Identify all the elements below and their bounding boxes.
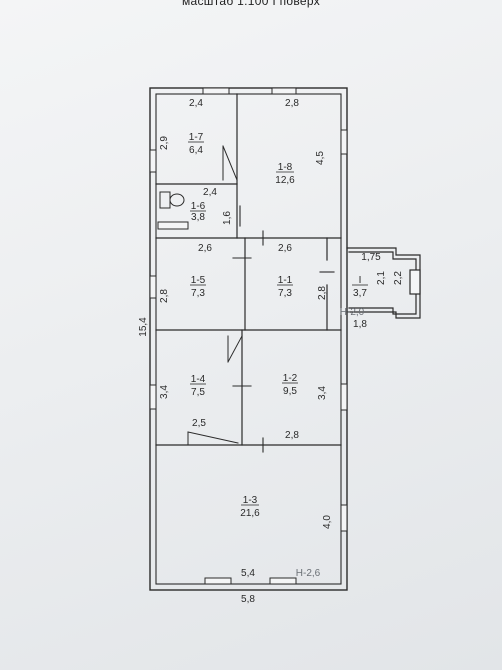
dim-r12-width: 2,8 [285, 430, 299, 441]
room-1-4-id: 1-4 [191, 374, 206, 385]
room-1-1-id: 1-1 [278, 275, 293, 286]
porch-height-note: Н-2,0 [340, 307, 365, 318]
room-1-7-id: 1-7 [189, 132, 204, 143]
room-porch-id: I [359, 275, 362, 286]
outer-wall-inner [155, 93, 342, 585]
room-1-7-area: 6,4 [189, 145, 203, 156]
room-1-5-id: 1-5 [191, 275, 206, 286]
dim-r18-height: 4,5 [315, 151, 326, 165]
door-swings [187, 145, 243, 446]
dim-porch-bottom-width: 1,8 [353, 319, 367, 330]
sheet-title: масштаб 1:100 I поверх [181, 0, 321, 8]
dim-r16-height: 1,6 [222, 211, 233, 225]
room-1-6-area: 3,8 [191, 212, 205, 223]
porch-outline [346, 247, 421, 319]
room-1-3-id: 1-3 [243, 495, 258, 506]
dim-r18-width: 2,8 [285, 98, 299, 109]
dim-r17-width: 2,4 [189, 98, 203, 109]
room-1-5-area: 7,3 [191, 288, 205, 299]
outer-wall-outer [149, 87, 348, 591]
dim-overall-length: 15,4 [138, 317, 149, 337]
dim-r13-width: 5,4 [241, 568, 255, 579]
dim-r15-width: 2,6 [198, 243, 212, 254]
dim-r14-height: 3,4 [159, 385, 170, 399]
room-1-8-area: 12,6 [275, 175, 295, 186]
dim-porch-height-1: 2,1 [376, 271, 387, 285]
dim-r17-height: 2,9 [159, 136, 170, 150]
dim-r16-width: 2,4 [203, 187, 217, 198]
dim-r14-width: 2,5 [192, 418, 206, 429]
room-1-6-id: 1-6 [191, 201, 206, 212]
dim-r11-width: 2,6 [278, 243, 292, 254]
dim-r15-height: 2,8 [159, 289, 170, 303]
room-1-3-area: 21,6 [240, 508, 260, 519]
room-1-2-area: 9,5 [283, 386, 297, 397]
room-1-2-id: 1-2 [283, 373, 298, 384]
room-1-8-id: 1-8 [278, 162, 293, 173]
dim-porch-top-width: 1,75 [361, 252, 381, 263]
room-1-1-area: 7,3 [278, 288, 292, 299]
interior-walls [155, 93, 342, 446]
dimension-labels: 2,4 2,8 2,9 4,5 2,4 1,6 2,6 2,6 2,8 2,8 … [138, 98, 404, 605]
window-openings [149, 87, 348, 585]
opening-ticks [232, 205, 335, 453]
dim-r13-height: 4,0 [322, 515, 333, 529]
room-porch-area: 3,7 [353, 288, 367, 299]
house-height-note: Н-2,6 [296, 568, 321, 579]
toilet-fixture [159, 191, 185, 209]
dim-r12-height: 3,4 [317, 386, 328, 400]
dim-overall-width: 5,8 [241, 594, 255, 605]
dim-porch-height-2: 2,2 [393, 271, 404, 285]
dim-r11-height: 2,8 [317, 286, 328, 300]
room-1-4-area: 7,5 [191, 387, 205, 398]
room-labels: 1-7 6,4 1-8 12,6 1-6 3,8 1-5 7,3 1-1 7,3… [188, 132, 368, 519]
